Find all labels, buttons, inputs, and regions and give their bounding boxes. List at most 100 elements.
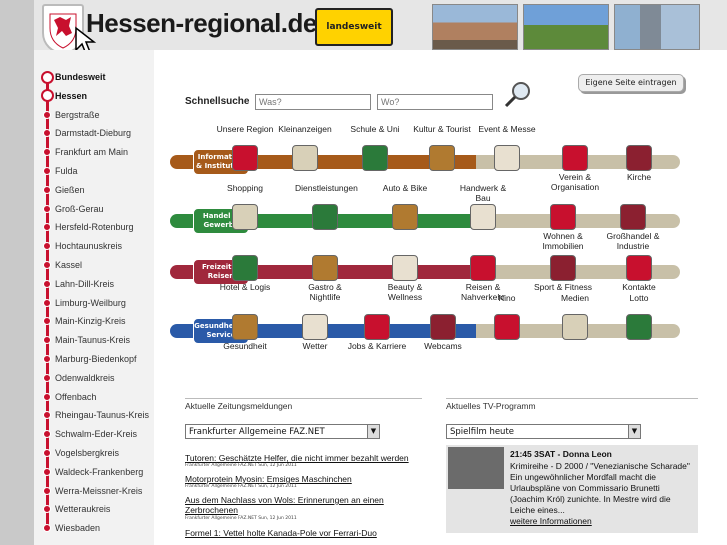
sidebar-item[interactable]: Lahn-Dill-Kreis [34, 275, 154, 293]
category-link[interactable]: Gesundheit [223, 341, 267, 351]
nav-dot-icon [43, 242, 51, 251]
category-link[interactable]: Kontakte [622, 282, 656, 292]
sidebar-item[interactable]: Odenwaldkreis [34, 369, 154, 387]
temple-icon[interactable] [429, 145, 455, 171]
news-link[interactable]: Formel 1: Vettel holte Kanada-Pole vor F… [185, 528, 377, 538]
category-link[interactable]: Auto & Bike [382, 183, 428, 193]
sidebar-item[interactable]: Schwalm-Eder-Kreis [34, 425, 154, 443]
sidebar-item[interactable]: Frankfurt am Main [34, 143, 154, 161]
category-link[interactable]: Handwerk & Bau [459, 183, 507, 203]
sidebar-item[interactable]: Offenbach [34, 388, 154, 406]
info-icon[interactable] [232, 145, 258, 171]
nav-dot-icon [43, 467, 51, 476]
cutlery-icon[interactable] [312, 255, 338, 281]
category-link[interactable]: Schule & Uni [350, 124, 400, 134]
house-icon[interactable] [550, 204, 576, 230]
news-source-select[interactable]: Frankfurter Allgemeine FAZ.NET ▼ [185, 424, 380, 439]
eigene-seite-button[interactable]: Eigene Seite eintragen [578, 74, 684, 92]
category-link[interactable]: Reisen & Nahverkehr [461, 282, 505, 302]
category-link[interactable]: Wohnen & Immobilien [542, 231, 584, 251]
category-link[interactable]: Lotto [629, 293, 649, 303]
car-icon[interactable] [392, 204, 418, 230]
mirror-icon[interactable] [392, 255, 418, 281]
rocket-icon[interactable] [494, 145, 520, 171]
category-link[interactable]: Shopping [227, 183, 263, 193]
category-link[interactable]: Medien [561, 293, 589, 303]
flag-icon[interactable] [562, 145, 588, 171]
category-link[interactable]: Webcams [424, 341, 462, 351]
sidebar-item[interactable]: Main-Taunus-Kreis [34, 331, 154, 349]
sidebar-item[interactable]: Darmstadt-Dieburg [34, 124, 154, 142]
news-link[interactable]: Aus dem Nachlass von Wols: Erinnerungen … [185, 495, 384, 515]
sidebar-item-label: Vogelsbergkreis [55, 448, 120, 458]
chevron-down-icon[interactable]: ▼ [628, 425, 640, 438]
category-link[interactable]: Event & Messe [478, 124, 536, 134]
category-link[interactable]: Sport & Fitness [533, 282, 593, 292]
landesweit-button[interactable]: landesweit [315, 8, 393, 46]
sidebar-item[interactable]: Main-Kinzig-Kreis [34, 312, 154, 330]
lottery-balls-icon[interactable] [626, 314, 652, 340]
chalkboard-icon[interactable] [362, 145, 388, 171]
sidebar-item[interactable]: Wetteraukreis [34, 500, 154, 518]
bed-icon[interactable] [232, 255, 258, 281]
category-link[interactable]: Jobs & Karriere [347, 341, 407, 351]
factory-icon[interactable] [620, 204, 646, 230]
sidebar-item[interactable]: Wiesbaden [34, 519, 154, 537]
nav-dot-icon [43, 524, 51, 533]
was-search-input[interactable] [255, 94, 371, 110]
chevron-down-icon[interactable]: ▼ [367, 425, 379, 438]
category-link[interactable]: Kirche [626, 172, 652, 182]
sidebar-item[interactable]: Groß-Gerau [34, 200, 154, 218]
sidebar-item[interactable]: Hochtaunuskreis [34, 237, 154, 255]
tv-more-link[interactable]: weitere Informationen [510, 516, 592, 526]
sidebar-item-label: Wiesbaden [55, 523, 101, 534]
site-title[interactable]: Hessen-regional.de [86, 8, 317, 38]
sidebar-item[interactable]: Werra-Meissner-Kreis [34, 482, 154, 500]
handshake-icon[interactable] [312, 204, 338, 230]
category-link[interactable]: Kultur & Tourist [413, 124, 471, 134]
category-link[interactable]: Gastro & Nightlife [308, 282, 342, 302]
category-link[interactable]: Dienstleistungen [295, 183, 358, 193]
sidebar-item[interactable]: Rheingau-Taunus-Kreis [34, 406, 154, 424]
sidebar-item[interactable]: Fulda [34, 162, 154, 180]
sun-cloud-icon[interactable] [302, 314, 328, 340]
category-link[interactable]: Beauty & Wellness [387, 282, 423, 302]
nav-dot-icon [43, 317, 51, 326]
category-link[interactable]: Unsere Region [216, 124, 274, 134]
news-link[interactable]: Motorprotein Myosin: Emsiges Maschinchen [185, 474, 352, 484]
suitcase-icon[interactable] [470, 255, 496, 281]
sidebar-item[interactable]: Marburg-Biedenkopf [34, 350, 154, 368]
sidebar-item[interactable]: Hersfeld-Rotenburg [34, 218, 154, 236]
sidebar-item-label: Kassel [55, 260, 83, 270]
sidebar-item[interactable]: Limburg-Weilburg [34, 294, 154, 312]
wo-search-input[interactable] [377, 94, 493, 110]
newspaper-icon[interactable] [292, 145, 318, 171]
news-link[interactable]: Tutoren: Geschätzte Helfer, die nicht im… [185, 453, 409, 463]
dumbbell-icon[interactable] [550, 255, 576, 281]
category-link[interactable]: Wetter [302, 341, 328, 351]
briefcase-icon[interactable] [364, 314, 390, 340]
church-icon[interactable] [626, 145, 652, 171]
category-link[interactable]: Hotel & Logis [219, 282, 271, 292]
sidebar-item[interactable]: Waldeck-Frankenberg [34, 463, 154, 481]
shopping-bag-icon[interactable] [232, 204, 258, 230]
category-link[interactable]: Kleinanzeigen [278, 124, 332, 134]
sidebar-item-label: Waldeck-Frankenberg [55, 466, 144, 477]
film-icon[interactable] [494, 314, 520, 340]
caduceus-icon[interactable] [232, 314, 258, 340]
sidebar-item[interactable]: Bundesweit [34, 68, 154, 86]
radio-icon[interactable] [562, 314, 588, 340]
webcam-icon[interactable] [430, 314, 456, 340]
sidebar-item[interactable]: Kassel [34, 256, 154, 274]
tv-select[interactable]: Spielfilm heute ▼ [446, 424, 641, 439]
sidebar-item[interactable]: Hessen [34, 87, 154, 105]
search-icon[interactable] [503, 80, 533, 110]
sidebar-item[interactable]: Bergstraße [34, 106, 154, 124]
tools-icon[interactable] [470, 204, 496, 230]
sidebar-item[interactable]: Vogelsbergkreis [34, 444, 154, 462]
heart-icon[interactable] [626, 255, 652, 281]
category-link[interactable]: Kino [498, 293, 516, 303]
category-link[interactable]: Verein & Organisation [550, 172, 600, 192]
sidebar-item[interactable]: Gießen [34, 181, 154, 199]
category-link[interactable]: Großhandel & Industrie [606, 231, 660, 251]
